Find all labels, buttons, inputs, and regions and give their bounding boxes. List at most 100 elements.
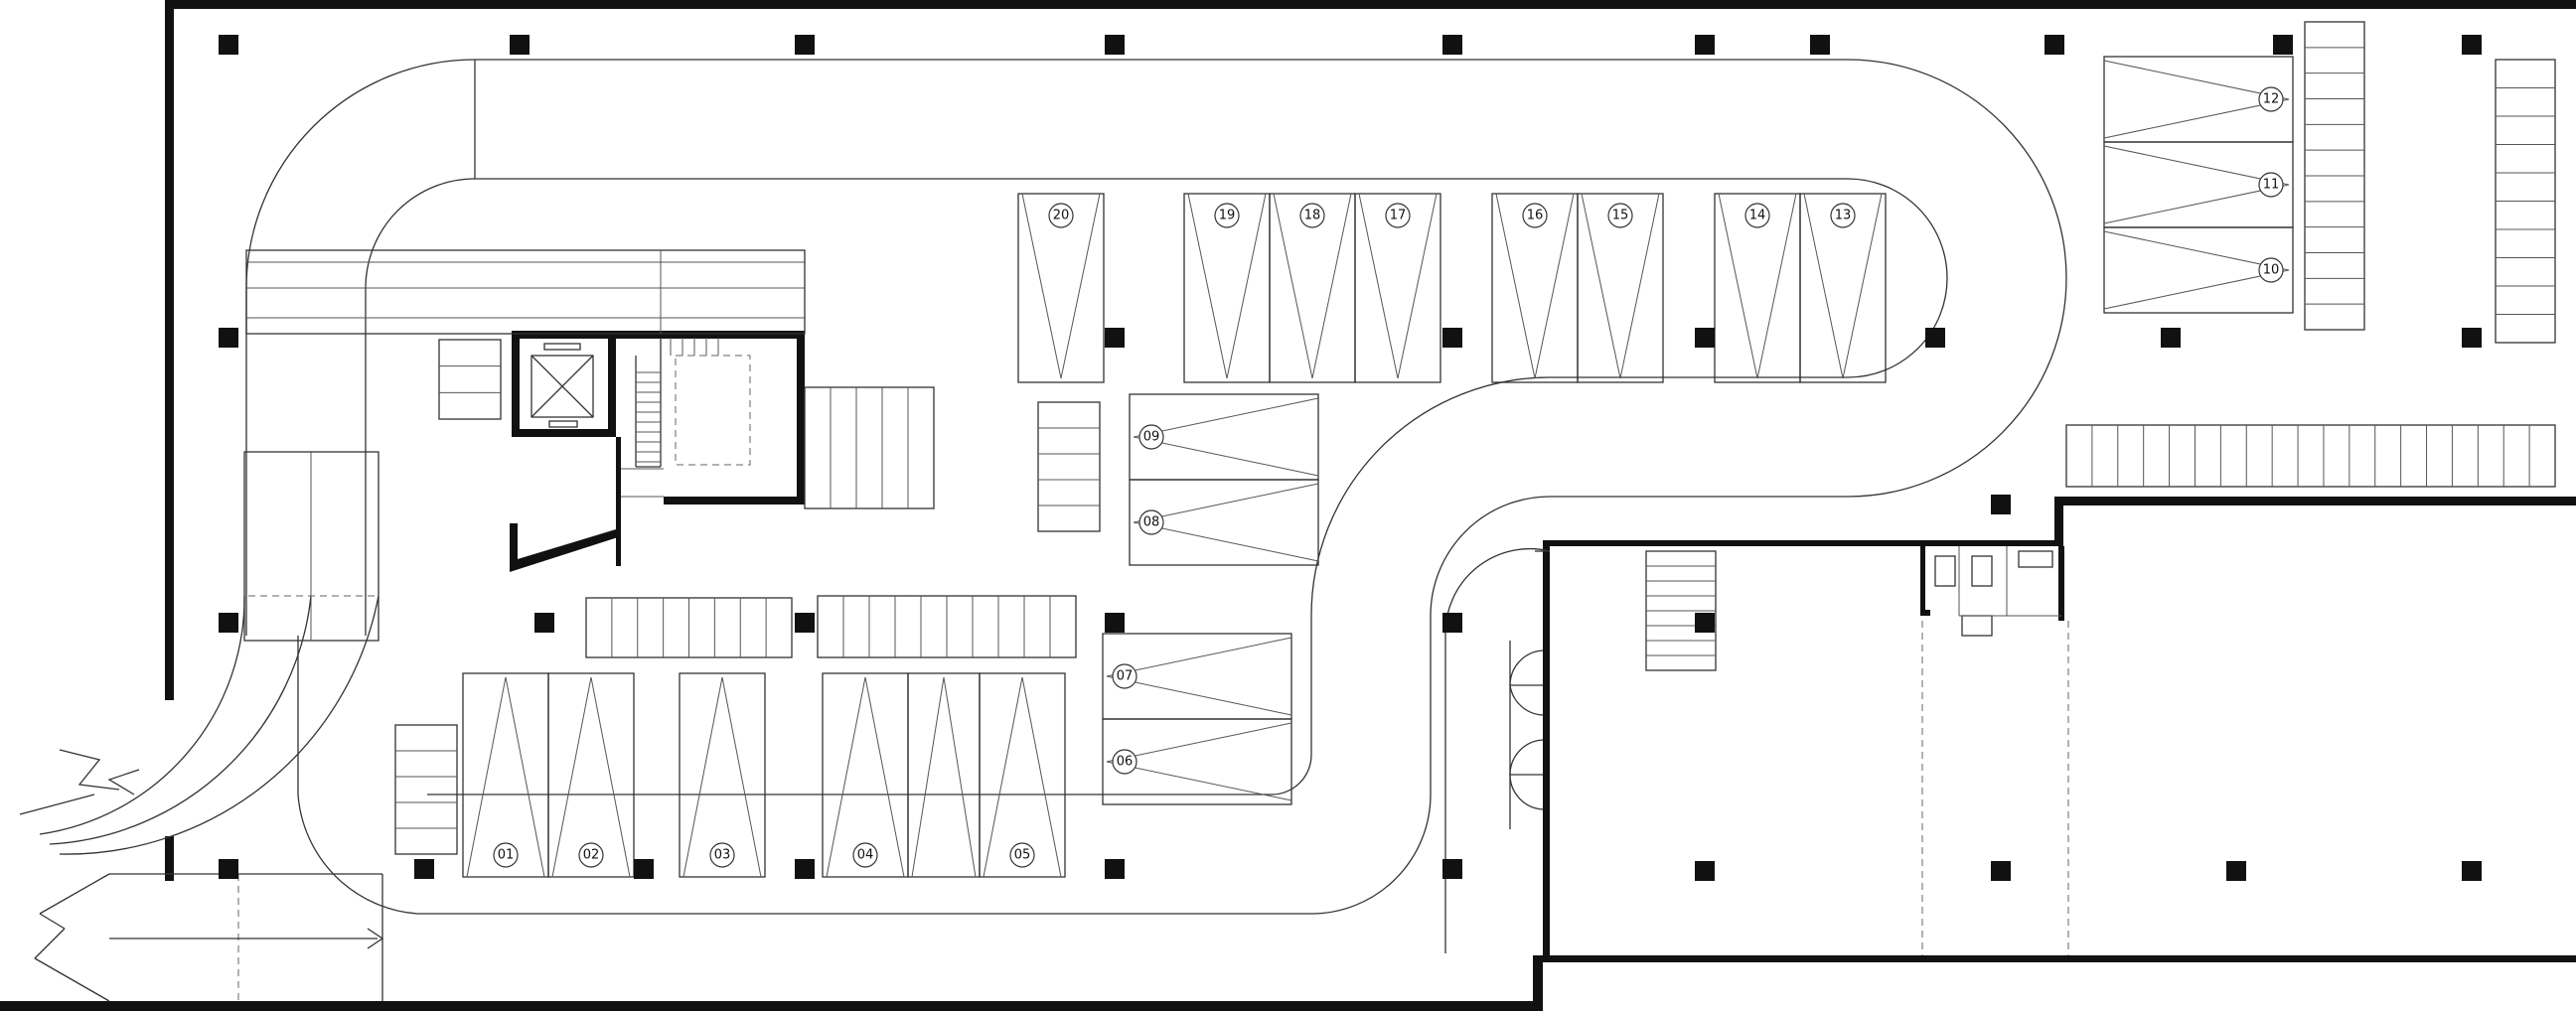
stall-number: 01: [498, 848, 515, 863]
parking-stall: [1799, 193, 1887, 383]
stall-number: 03: [714, 848, 731, 863]
column: [219, 35, 238, 55]
stall-number: 18: [1304, 209, 1321, 223]
lift-wall-right: [608, 339, 616, 437]
parking-stall: [979, 672, 1066, 878]
striped-block: [2304, 21, 2365, 331]
striped-block: [1037, 401, 1101, 532]
stall-label-06: 06: [1112, 749, 1137, 775]
stall-label-04: 04: [852, 842, 878, 868]
column: [2161, 328, 2181, 348]
column: [1105, 859, 1125, 879]
shop-left-wall: [1543, 540, 1550, 955]
column: [1442, 35, 1462, 55]
stall-label-01: 01: [493, 842, 519, 868]
bottom-step-wall: [1533, 955, 1543, 1011]
column: [795, 35, 815, 55]
toilet-1: [1934, 555, 1956, 587]
stall-label-14: 14: [1744, 203, 1770, 228]
stall-label-13: 13: [1830, 203, 1856, 228]
parking-stall: [1017, 193, 1105, 383]
parking-stall: [2103, 226, 2294, 314]
wc-left-wall: [1920, 546, 1925, 616]
column: [1442, 859, 1462, 879]
column: [1442, 613, 1462, 633]
stair-wall: [616, 437, 621, 566]
parking-stall: [1129, 479, 1319, 566]
column: [2226, 861, 2246, 881]
stall-number: 20: [1053, 209, 1070, 223]
parking-stall: [547, 672, 635, 878]
column: [219, 328, 238, 348]
striped-block: [2065, 424, 2556, 488]
striped-blocks: [394, 21, 2556, 855]
column: [1695, 861, 1715, 881]
striped-block: [1645, 550, 1717, 671]
stall-label-20: 20: [1048, 203, 1074, 228]
column: [1105, 328, 1125, 348]
shop-entrance-doors: [1509, 641, 1544, 829]
parking-stall: [1354, 193, 1441, 383]
column: [634, 859, 654, 879]
stall-label-16: 16: [1522, 203, 1548, 228]
column: [1695, 328, 1715, 348]
stall-number: 12: [2263, 92, 2280, 107]
stall-number: 06: [1117, 755, 1134, 770]
stall-label-18: 18: [1299, 203, 1325, 228]
stall-number: 02: [583, 848, 600, 863]
entrance-ramp: [19, 451, 379, 855]
stall-number: 07: [1117, 669, 1134, 684]
parking-stalls: [462, 56, 2294, 878]
stall-number: 13: [1835, 209, 1852, 223]
core-bottom-wall: [664, 497, 805, 505]
striped-block: [394, 724, 458, 855]
right-block-top-wall: [2054, 497, 2576, 506]
wc-right-wall: [2058, 546, 2064, 621]
stall-number: 09: [1143, 430, 1160, 445]
stall-label-07: 07: [1112, 663, 1137, 689]
stall-number: 08: [1143, 515, 1160, 530]
right-block-step-wall: [2054, 497, 2063, 546]
column: [2273, 35, 2293, 55]
striped-block: [585, 597, 793, 658]
exit-ramp: [34, 873, 384, 1002]
column: [2462, 35, 2482, 55]
stall-label-15: 15: [1607, 203, 1633, 228]
stair-lift-core: [510, 331, 805, 572]
lift-wall-bottom: [512, 429, 616, 437]
striped-block: [2495, 59, 2556, 344]
stall-number: 16: [1527, 209, 1544, 223]
stall-number: 15: [1612, 209, 1629, 223]
column: [1925, 328, 1945, 348]
stall-label-03: 03: [709, 842, 735, 868]
upper-ramp-bars: [245, 249, 806, 335]
core-wedge-wall: [510, 523, 618, 572]
parking-stall: [1577, 193, 1664, 383]
bottom-wall: [0, 1001, 1542, 1011]
core-stairs: [621, 338, 751, 498]
stall-label-02: 02: [578, 842, 604, 868]
column: [414, 859, 434, 879]
stall-label-08: 08: [1138, 509, 1164, 535]
column: [534, 613, 554, 633]
column: [2045, 35, 2064, 55]
stall-label-09: 09: [1138, 424, 1164, 450]
basin: [1961, 615, 1993, 637]
stall-number: 19: [1219, 209, 1236, 223]
stall-number: 10: [2263, 263, 2280, 278]
stall-number: 14: [1749, 209, 1766, 223]
column: [1810, 35, 1830, 55]
lift-cab: [530, 355, 594, 418]
column: [1105, 35, 1125, 55]
structural-columns: [219, 35, 2482, 881]
column: [219, 613, 238, 633]
stall-label-10: 10: [2258, 257, 2284, 283]
core-top-wall: [512, 331, 805, 339]
right-rooms: [1509, 546, 2069, 955]
toilet-2: [1971, 555, 1993, 587]
stall-number: 05: [1014, 848, 1031, 863]
column: [1695, 613, 1715, 633]
ramps-and-lanes: [245, 59, 2067, 953]
striped-block: [804, 386, 935, 509]
